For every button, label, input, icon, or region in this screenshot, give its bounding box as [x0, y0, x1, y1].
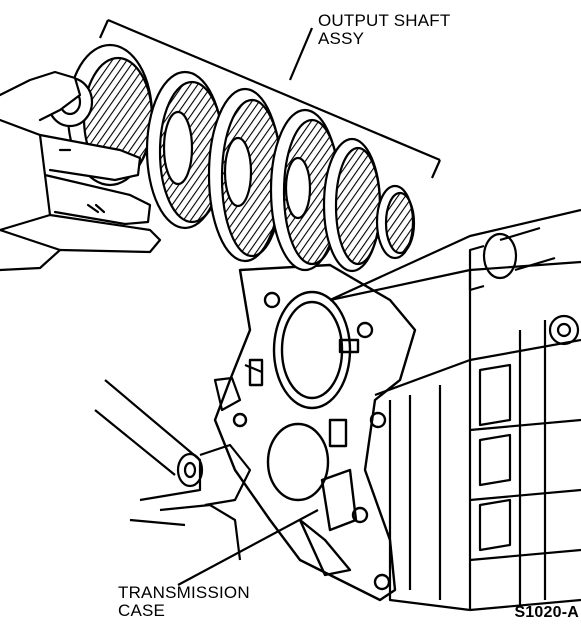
transmission-case-label-line1: TRANSMISSION [118, 583, 250, 602]
callout-lines [98, 18, 442, 586]
transmission-case [329, 208, 581, 612]
holding-fixture [94, 363, 263, 561]
output-shaft-leader [288, 27, 314, 81]
gasket-plate [213, 263, 417, 602]
output-shaft-assy-label: OUTPUT SHAFT ASSY [318, 12, 450, 48]
output-shaft-bracket [98, 18, 442, 179]
transmission-case-label-line2: CASE [118, 601, 166, 620]
transmission-case-label: TRANSMISSION CASE [118, 584, 250, 620]
hand-illustration [0, 70, 162, 272]
output-shaft-label-line1: OUTPUT SHAFT [318, 11, 451, 30]
transmission-case-leader [177, 509, 319, 586]
output-shaft-label-line2: ASSY [318, 29, 365, 48]
figure-id-label: S1020-A [514, 604, 579, 621]
